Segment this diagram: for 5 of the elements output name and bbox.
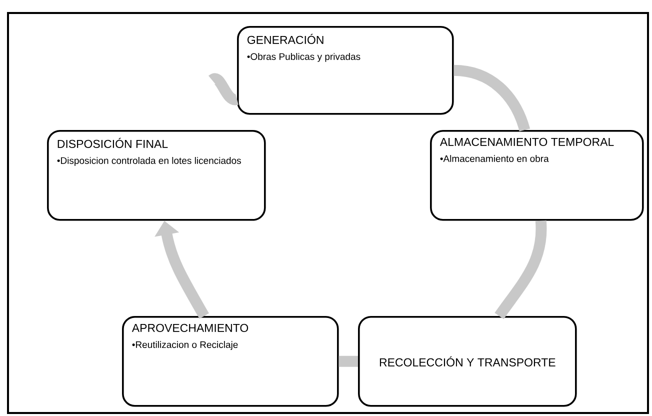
process-box: DISPOSICIÓN FINAL •Disposicion controlada en lotes licenciados (47, 130, 266, 221)
process-box: GENERACIÓN •Obras Publicas y privadas (237, 26, 454, 115)
process-box: APROVECHAMIENTO •Reutilizacion o Reciclaje (122, 316, 339, 407)
process-box: ALMACENAMIENTO TEMPORAL •Almacenamiento en obra (430, 130, 644, 221)
process-box: RECOLECCIÓN Y TRANSPORTE (358, 316, 577, 407)
